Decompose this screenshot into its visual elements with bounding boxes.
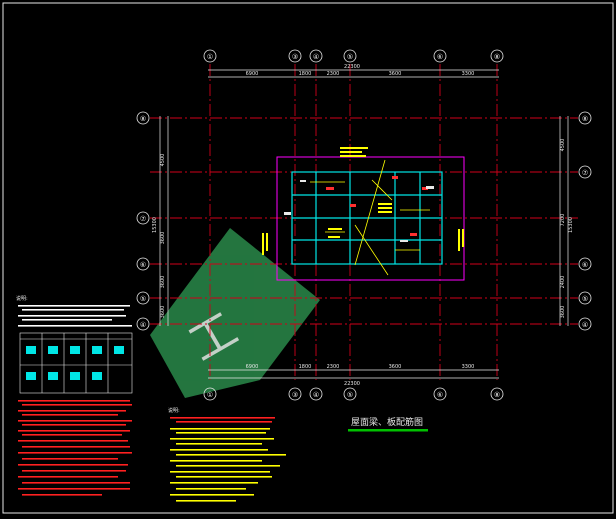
top-axis-label: ① xyxy=(207,53,213,61)
rebar-red-marks xyxy=(326,176,428,236)
right-total-dimension: 15300 xyxy=(568,217,574,233)
bottom-axis-labels: ① ③ ④ ⑤ ⑥ ⑧ xyxy=(207,391,500,399)
detail-table-sketches xyxy=(26,346,124,380)
left-span-dimension: 4500 xyxy=(160,154,166,167)
left-dimension-text: 4500 3600 3600 3600 15300 xyxy=(152,154,166,319)
top-axis-label: ⑤ xyxy=(347,53,353,61)
right-span-dimension: 7200 xyxy=(560,214,566,227)
notes-left-lines xyxy=(18,305,132,327)
left-axis-label: ⑦ xyxy=(140,215,146,223)
top-total-dimension: 22300 xyxy=(344,64,360,70)
top-span-dimension: 3600 xyxy=(389,71,402,77)
bottom-span-dimension: 2300 xyxy=(327,364,340,370)
detail-table xyxy=(19,332,133,394)
left-axis-labels: ⑧ ⑦ ⑥ ⑤ ④ xyxy=(140,115,146,329)
rebar-annotations xyxy=(310,159,430,276)
notes-heading: 说明: xyxy=(16,295,28,302)
horizontal-axis-lines xyxy=(150,117,578,325)
bottom-axis-label: ⑤ xyxy=(347,391,353,399)
notes-right-red-lines xyxy=(170,417,275,423)
top-axis-labels: ① ③ ④ ⑤ ⑥ ⑧ xyxy=(207,53,500,61)
right-axis-label: ⑤ xyxy=(582,295,588,303)
notes-right-yellow-lines xyxy=(170,428,286,502)
top-axis-bubbles xyxy=(203,49,504,63)
drawing-title: 屋面梁、板配筋图 xyxy=(351,416,423,428)
bottom-span-dimension: 1800 xyxy=(299,364,312,370)
dimension-lines xyxy=(159,69,569,379)
top-span-dimension: 2300 xyxy=(327,71,340,77)
watermark-logo: 工 xyxy=(150,228,320,398)
rebar-label-blocks xyxy=(262,147,464,255)
bottom-span-dimension: 6900 xyxy=(246,364,259,370)
bottom-axis-label: ① xyxy=(207,391,213,399)
bottom-span-dimension: 3300 xyxy=(462,364,475,370)
left-axis-label: ⑥ xyxy=(140,261,146,269)
top-axis-label: ⑧ xyxy=(494,53,500,61)
bottom-axis-label: ⑧ xyxy=(494,391,500,399)
right-axis-label: ⑦ xyxy=(582,169,588,177)
bottom-axis-label: ④ xyxy=(313,391,319,399)
bottom-axis-label: ③ xyxy=(292,391,298,399)
side-axis-bubbles xyxy=(136,111,592,331)
left-span-dimension: 3600 xyxy=(160,276,166,289)
right-span-dimension: 3600 xyxy=(560,306,566,319)
top-span-dimension: 6900 xyxy=(246,71,259,77)
left-total-dimension: 15300 xyxy=(152,217,158,233)
right-span-dimension: 4500 xyxy=(560,139,566,152)
left-axis-label: ④ xyxy=(140,321,146,329)
left-span-dimension: 3600 xyxy=(160,306,166,319)
roof-slab-outline xyxy=(276,156,465,281)
right-axis-label: ⑧ xyxy=(582,115,588,123)
right-axis-label: ④ xyxy=(582,321,588,329)
bottom-axis-label: ⑥ xyxy=(437,391,443,399)
top-span-dimension: 1800 xyxy=(299,71,312,77)
notes-right-heading: 说明: xyxy=(168,407,180,414)
bottom-span-dimension: 3600 xyxy=(389,364,402,370)
top-axis-label: ⑥ xyxy=(437,53,443,61)
right-span-dimension: 2400 xyxy=(560,276,566,289)
watermark-ribbon xyxy=(150,228,320,398)
bottom-axis-bubbles xyxy=(203,387,504,401)
roof-beams xyxy=(291,171,443,265)
notes-left-red-lines xyxy=(18,400,132,496)
vertical-axis-lines xyxy=(209,64,498,380)
top-span-dimension: 3300 xyxy=(462,71,475,77)
bottom-total-dimension: 22300 xyxy=(344,381,360,387)
top-axis-label: ④ xyxy=(313,53,319,61)
left-span-dimension: 3600 xyxy=(160,232,166,245)
right-axis-labels: ⑧ ⑦ ⑥ ⑤ ④ xyxy=(582,115,588,329)
top-axis-label: ③ xyxy=(292,53,298,61)
left-axis-label: ⑧ xyxy=(140,115,146,123)
left-axis-label: ⑤ xyxy=(140,295,146,303)
top-dimension-text: 22300 6900 1800 2300 3600 3300 xyxy=(246,64,475,77)
right-dimension-text: 4500 7200 2400 3600 15300 xyxy=(560,139,574,319)
rebar-white-ticks xyxy=(284,180,434,242)
right-axis-label: ⑥ xyxy=(582,261,588,269)
bottom-dimension-text: 6900 1800 2300 3600 3300 22300 xyxy=(246,364,475,387)
title-underline xyxy=(348,429,428,432)
